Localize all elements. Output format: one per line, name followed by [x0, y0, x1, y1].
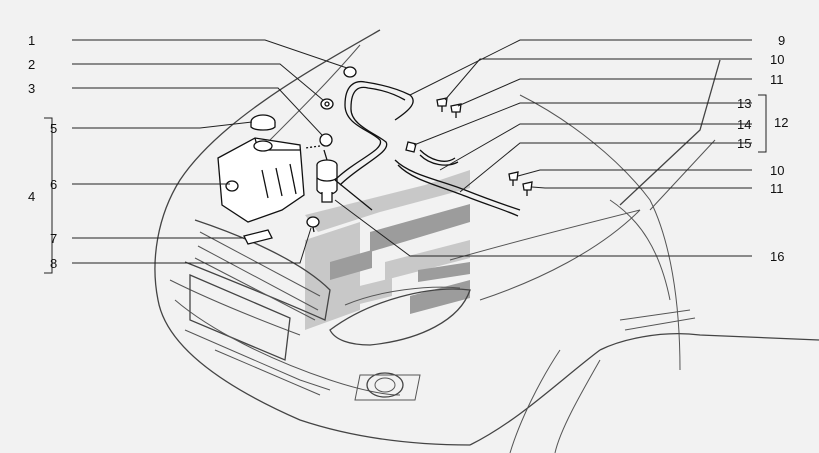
- part-16-washer-pump: [316, 149, 338, 203]
- part-3-clip: [304, 133, 333, 149]
- callout-9: 9: [778, 33, 785, 48]
- callout-3: 3: [28, 81, 35, 96]
- car-body-outline: [154, 29, 819, 453]
- part-8-grommet: [306, 216, 320, 233]
- part-14-15-hoses: [394, 149, 521, 217]
- part-10-nozzle-right: [508, 171, 519, 186]
- callout-11-bottom: 11: [770, 181, 784, 196]
- callout-2: 2: [28, 57, 35, 72]
- callout-16: 16: [770, 249, 784, 264]
- part-11-nozzle-right: [522, 181, 533, 196]
- part-2-clip: [320, 98, 334, 110]
- callout-7: 7: [50, 231, 57, 246]
- callout-10-bottom: 10: [770, 163, 784, 178]
- part-11-nozzle-top: [450, 103, 462, 118]
- callout-15: 15: [737, 136, 751, 151]
- part-13-tee-connector: [405, 141, 417, 153]
- leader-lines: [44, 39, 767, 274]
- part-7-label: [243, 229, 273, 245]
- callout-13: 13: [737, 96, 751, 111]
- part-1-grommet: [343, 66, 357, 78]
- callout-1: 1: [28, 33, 35, 48]
- callout-6: 6: [50, 177, 57, 192]
- callout-5: 5: [50, 121, 57, 136]
- callout-10-top: 10: [770, 52, 784, 67]
- part-10-nozzle-top: [436, 97, 448, 112]
- callout-14: 14: [737, 117, 751, 132]
- part-5-reservoir-cap: [250, 114, 276, 131]
- part-6-washer-reservoir: [217, 137, 305, 223]
- callout-4: 4: [28, 189, 35, 204]
- callout-12: 12: [774, 115, 788, 130]
- part-9-hose-assembly: [334, 80, 414, 211]
- callout-8: 8: [50, 256, 57, 271]
- callout-11-top: 11: [770, 72, 784, 87]
- watermark-logo: [305, 170, 470, 330]
